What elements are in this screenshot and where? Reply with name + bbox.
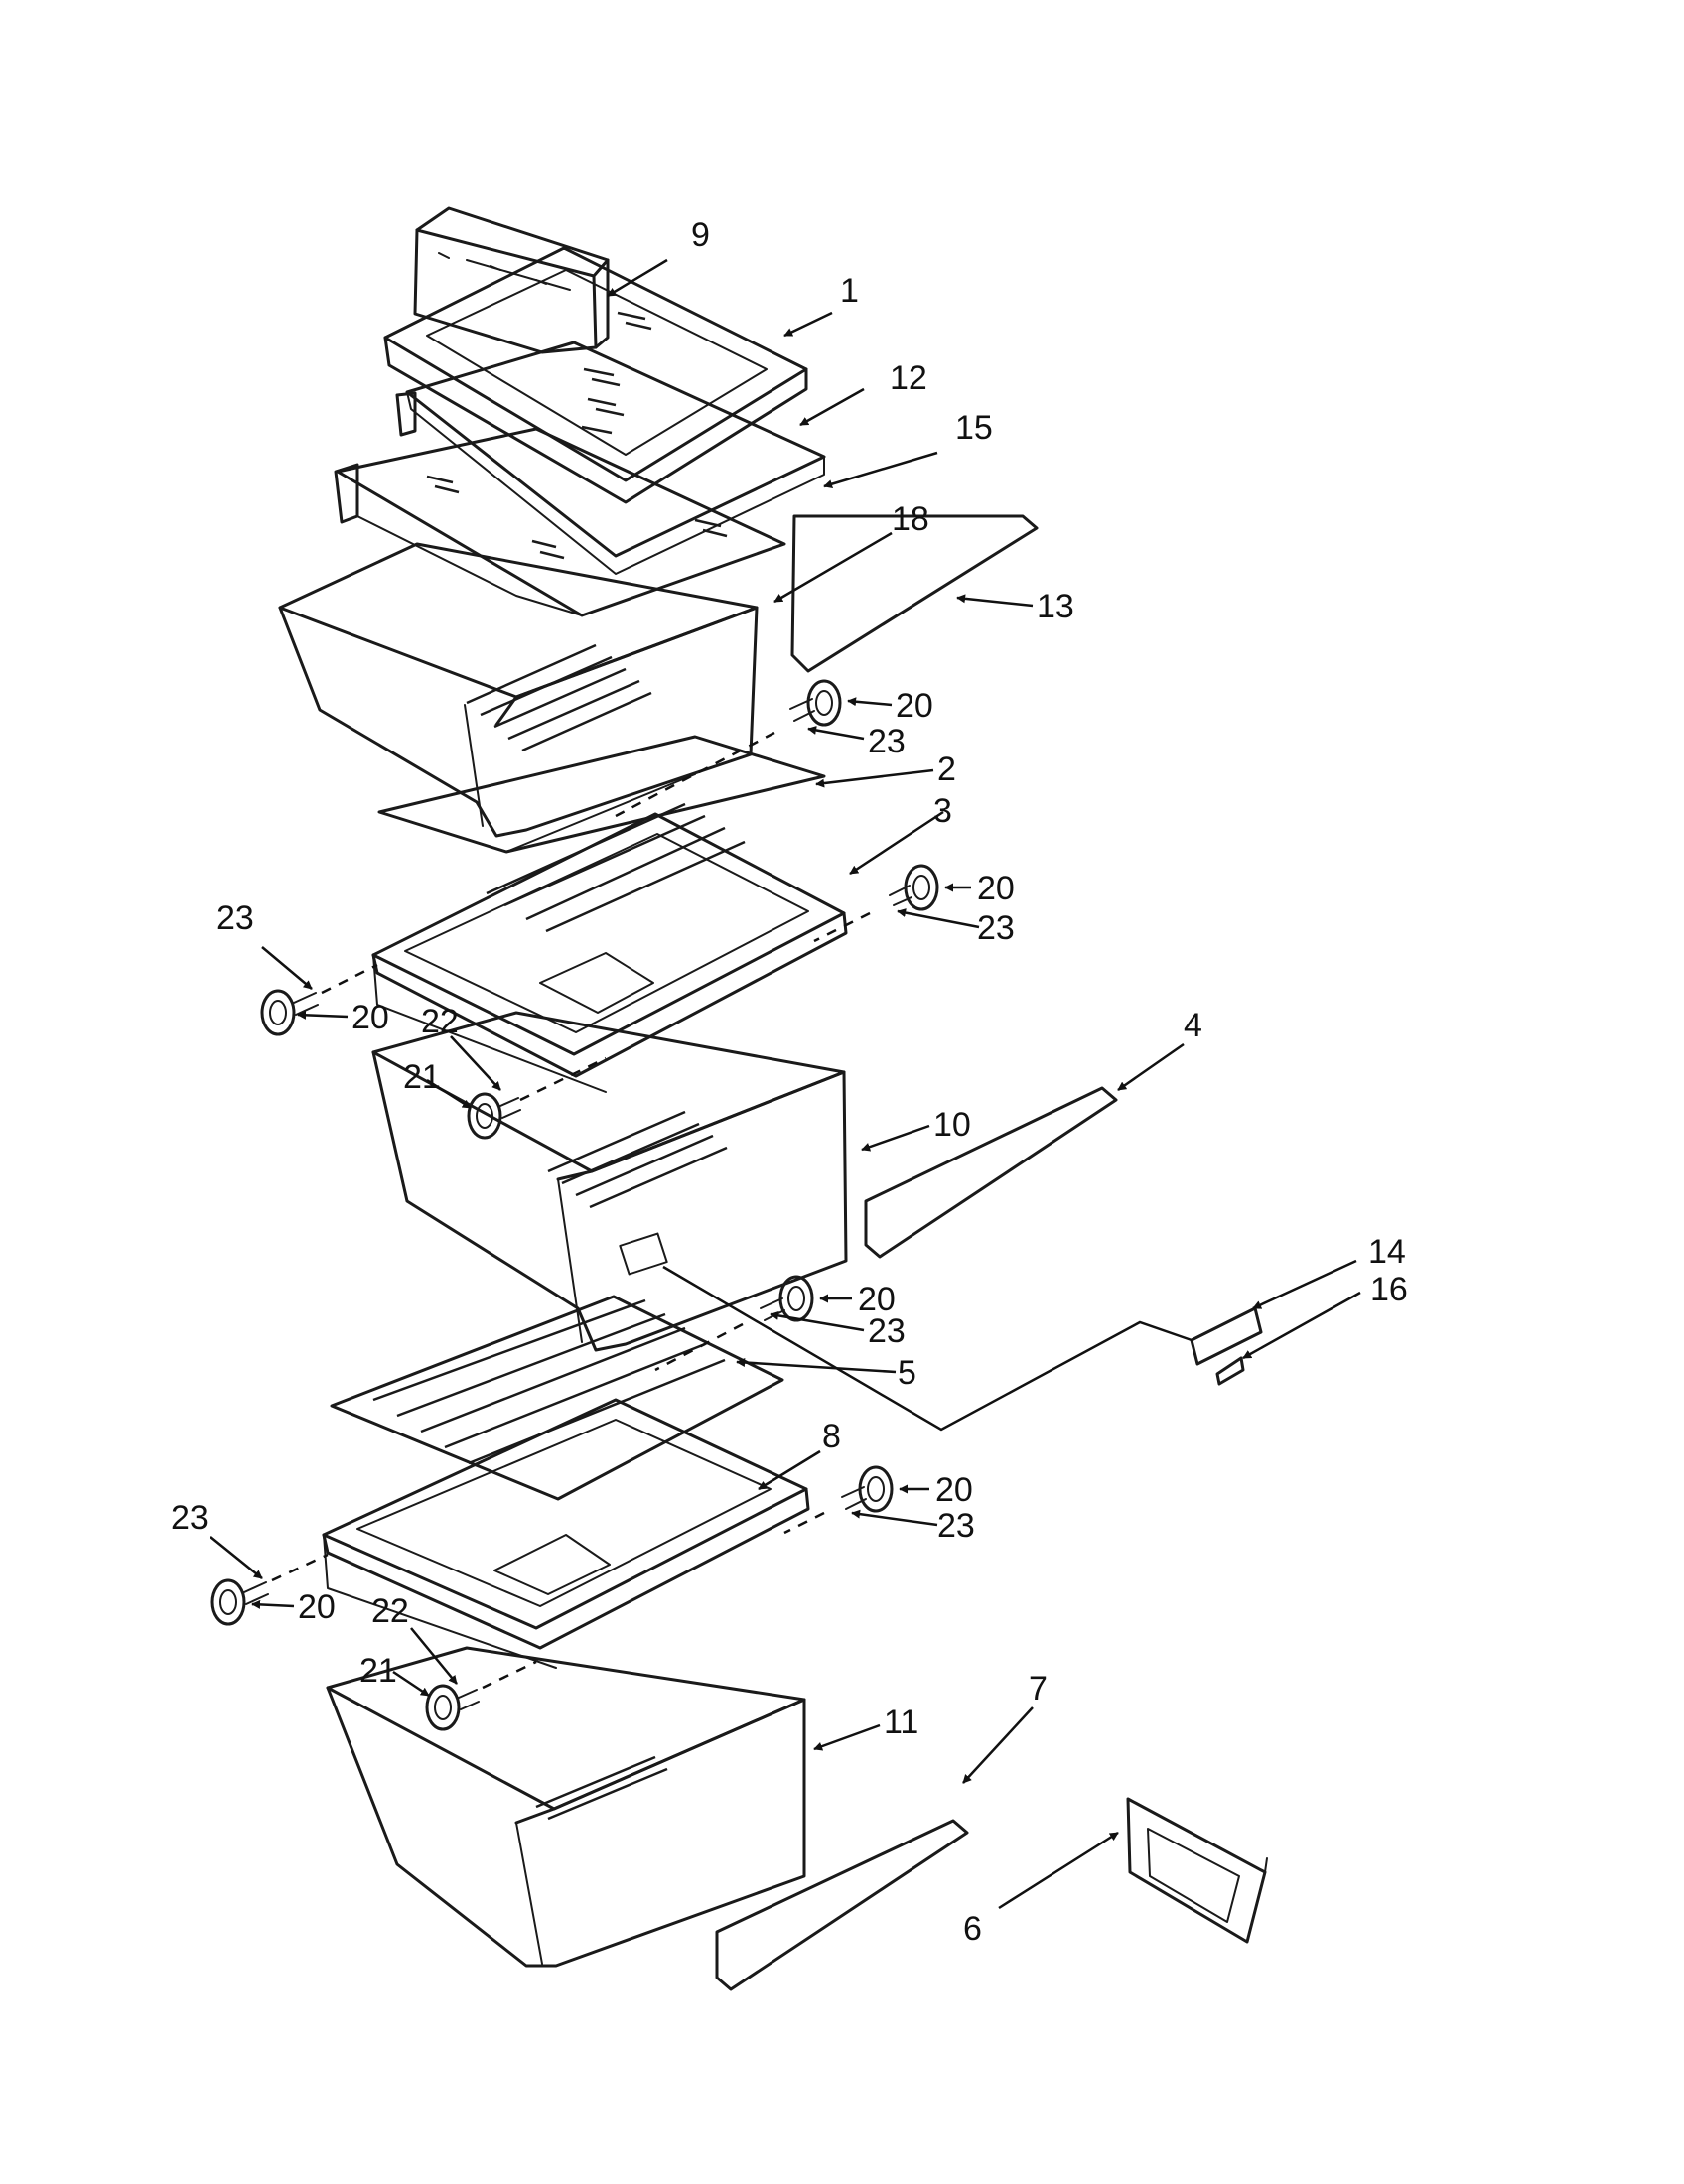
roller-hardware bbox=[210, 679, 939, 1731]
callout-20-d: 20 bbox=[858, 1281, 896, 1318]
callout-21-a: 21 bbox=[403, 1058, 441, 1096]
callout-18: 18 bbox=[892, 500, 929, 538]
callout-20-b: 20 bbox=[977, 870, 1015, 907]
callout-20-c: 20 bbox=[351, 999, 389, 1036]
callout-2: 2 bbox=[937, 751, 956, 788]
control-assembly bbox=[662, 1265, 1263, 1432]
callout-3: 3 bbox=[933, 792, 952, 830]
callout-4: 4 bbox=[1184, 1007, 1202, 1044]
callout-8: 8 bbox=[822, 1418, 841, 1455]
callout-7: 7 bbox=[1029, 1670, 1048, 1707]
upper-trim bbox=[790, 514, 1039, 673]
callout-15: 15 bbox=[955, 409, 993, 447]
callout-6: 6 bbox=[963, 1910, 982, 1948]
lower-crisper-frame bbox=[322, 1398, 810, 1669]
middle-trim bbox=[864, 1086, 1118, 1259]
callout-23-e: 23 bbox=[937, 1507, 975, 1545]
panel bbox=[1126, 1797, 1268, 1944]
upper-crisper-cover bbox=[377, 735, 826, 854]
callout-20-e: 20 bbox=[935, 1471, 973, 1509]
callout-22-a: 22 bbox=[421, 1003, 459, 1040]
callout-21-b: 21 bbox=[359, 1652, 397, 1690]
leader-arrows bbox=[210, 258, 1361, 1910]
callout-23-d: 23 bbox=[868, 1312, 906, 1350]
callout-16: 16 bbox=[1370, 1271, 1408, 1308]
callout-9: 9 bbox=[691, 216, 710, 254]
callout-11: 11 bbox=[884, 1704, 918, 1741]
callout-14: 14 bbox=[1368, 1233, 1406, 1271]
callout-23-c: 23 bbox=[216, 899, 254, 937]
callout-1: 1 bbox=[840, 272, 859, 310]
middle-crisper-drawer bbox=[371, 1011, 848, 1352]
lower-trim bbox=[715, 1819, 969, 1991]
top-shelf bbox=[383, 246, 808, 504]
glass-shelf bbox=[334, 341, 826, 617]
lower-crisper-drawer bbox=[326, 1646, 806, 1968]
upper-crisper-drawer bbox=[278, 542, 759, 838]
alignment-lines bbox=[271, 731, 871, 1690]
lower-crisper-cover bbox=[330, 1295, 784, 1501]
callout-12: 12 bbox=[890, 359, 927, 397]
callout-10: 10 bbox=[933, 1106, 971, 1144]
upper-crisper-frame bbox=[371, 802, 848, 1093]
utility-bin bbox=[413, 206, 610, 354]
callout-23-f: 23 bbox=[171, 1499, 209, 1537]
callout-20-f: 20 bbox=[298, 1588, 336, 1626]
callout-22-b: 22 bbox=[371, 1592, 409, 1630]
callout-23-a: 23 bbox=[868, 723, 906, 760]
callout-23-b: 23 bbox=[977, 909, 1015, 947]
callout-labels: 1 2 3 4 5 6 7 8 9 10 11 12 13 14 15 16 1… bbox=[171, 216, 1408, 1948]
callout-5: 5 bbox=[898, 1354, 916, 1392]
callout-13: 13 bbox=[1037, 588, 1074, 625]
callout-20-a: 20 bbox=[896, 687, 933, 725]
